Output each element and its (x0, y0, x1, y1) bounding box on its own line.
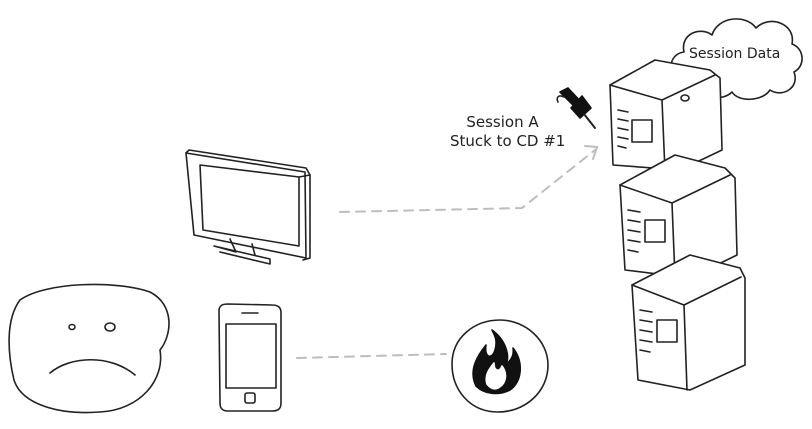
smartphone-icon (218, 303, 282, 412)
server-cube-icon (609, 59, 723, 173)
cloud-label: Session Data (689, 46, 781, 62)
connection-monitor-to-server (339, 149, 596, 213)
sad-face-icon (8, 283, 170, 414)
fire-icon (451, 319, 549, 413)
session-annotation-line1: Session A (466, 113, 539, 131)
session-annotation: Session A Stuck to CD #1 (450, 113, 566, 151)
connection-phone-to-fire (296, 353, 447, 359)
pushpin-icon (556, 87, 596, 129)
server-cube-icon (619, 154, 738, 279)
monitor-icon (185, 149, 311, 265)
server-cube-icon (631, 254, 746, 391)
session-annotation-line2: Stuck to CD #1 (450, 132, 566, 150)
arrowhead (584, 145, 599, 160)
